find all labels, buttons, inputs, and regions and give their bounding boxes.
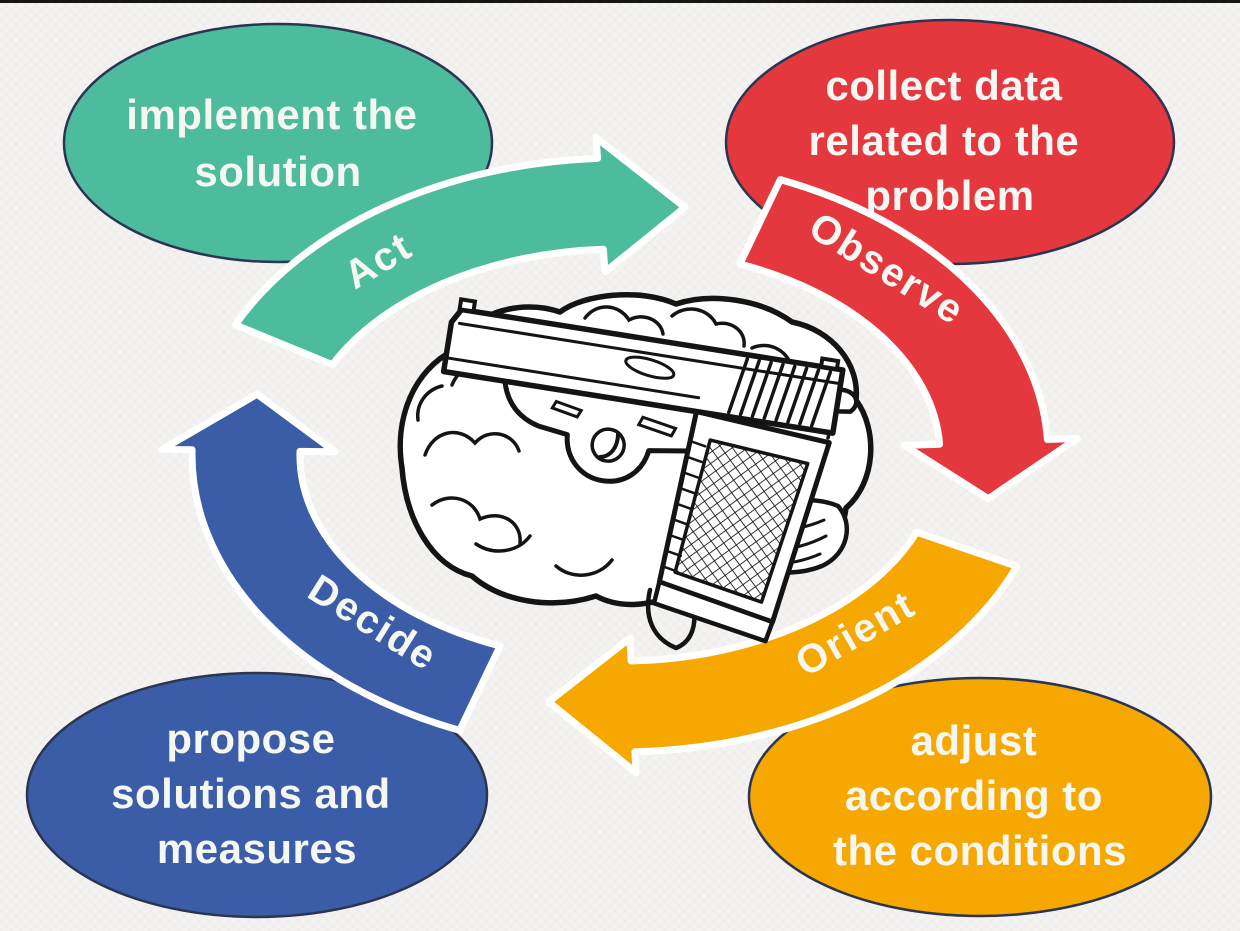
grip-panel <box>673 438 810 604</box>
front-sight <box>457 297 478 314</box>
bubble-orient: adjust according to the conditions <box>747 676 1213 918</box>
brain-gun-illustration <box>397 291 874 651</box>
bubble-decide-ellipse <box>25 671 489 919</box>
rear-sight <box>818 356 841 372</box>
bubble-decide: propose solutions and measures <box>25 671 489 919</box>
bubble-observe-text: collect data related to the problem <box>809 62 1092 219</box>
top-border <box>0 0 1240 3</box>
bubble-orient-text: adjust according to the conditions <box>833 717 1127 874</box>
bubble-act-ellipse <box>62 22 494 264</box>
bubble-orient-line-1: adjust <box>911 717 1038 764</box>
decide-arrow <box>158 390 504 734</box>
bubble-decide-line-3: measures <box>157 825 357 872</box>
bubble-observe-line-3: problem <box>865 172 1034 219</box>
bubble-act-text: implement the solution <box>126 91 429 195</box>
act-arrow <box>231 134 689 369</box>
slide-serrations <box>726 357 833 428</box>
pistol-icon <box>440 297 859 644</box>
grip-frontstrap-serrations <box>660 439 707 573</box>
slide-seam <box>444 356 701 400</box>
bubble-orient-line-2: according to <box>845 772 1103 819</box>
observe-arrow <box>736 176 1081 503</box>
bubble-orient-ellipse <box>747 676 1213 918</box>
ejection-port <box>624 355 676 380</box>
bubble-decide-text: propose solutions and measures <box>111 715 403 872</box>
cycle-ring: Act Observe Orient Decide <box>158 134 1081 777</box>
orient-arrow <box>545 528 1021 777</box>
bubble-act-line-2: solution <box>194 148 361 195</box>
magazine-base <box>651 579 775 644</box>
bubble-decide-line-1: propose <box>166 715 335 762</box>
bubble-observe-line-1: collect data <box>825 62 1062 109</box>
bubble-act: implement the solution <box>62 22 494 264</box>
bubble-orient-line-3: the conditions <box>833 827 1127 874</box>
slide-top-line <box>457 321 843 386</box>
bubble-act-line-1: implement the <box>126 91 417 138</box>
bubble-observe-line-2: related to the <box>809 117 1080 164</box>
frame-slots <box>550 399 678 438</box>
trigger <box>598 431 621 460</box>
bubble-decide-line-2: solutions and <box>111 770 391 817</box>
